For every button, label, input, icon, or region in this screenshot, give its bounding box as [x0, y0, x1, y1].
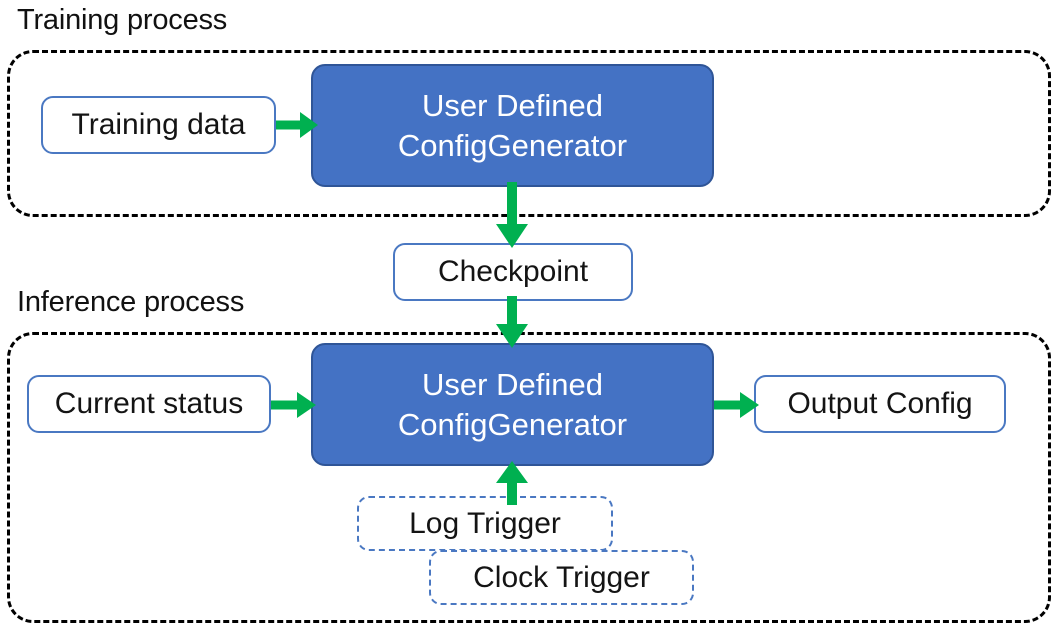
arrow-current-status-to-generator-icon [271, 392, 316, 418]
node-generator-training-text: User Defined ConfigGenerator [398, 86, 627, 165]
training-process-title: Training process [17, 4, 228, 36]
node-output-config-label: Output Config [787, 387, 973, 421]
node-generator-inference-line2: ConfigGenerator [397, 406, 628, 442]
arrow-generator-to-output-config-icon [714, 392, 759, 418]
inference-process-title: Inference process [17, 286, 245, 318]
node-training-data-label: Training data [71, 108, 246, 142]
node-checkpoint[interactable]: Checkpoint [393, 243, 633, 301]
node-log-trigger[interactable]: Log Trigger [357, 496, 613, 551]
arrow-training-data-to-generator-icon [276, 112, 318, 138]
node-generator-inference-text: User Defined ConfigGenerator [398, 365, 627, 444]
node-clock-trigger[interactable]: Clock Trigger [429, 550, 694, 605]
node-log-trigger-label: Log Trigger [409, 506, 561, 540]
node-generator-training-line1: User Defined [422, 87, 603, 123]
arrow-checkpoint-to-generator-icon [496, 296, 528, 348]
node-generator-inference-line1: User Defined [422, 366, 603, 402]
node-checkpoint-label: Checkpoint [437, 255, 589, 289]
training-process-group [7, 50, 1051, 217]
node-training-data[interactable]: Training data [41, 96, 276, 154]
arrow-log-trigger-to-generator-icon [496, 461, 528, 505]
inference-process-group [7, 332, 1051, 623]
node-generator-training-line2: ConfigGenerator [397, 127, 628, 163]
node-output-config[interactable]: Output Config [754, 375, 1006, 433]
node-user-defined-configgenerator-inference[interactable]: User Defined ConfigGenerator [311, 343, 714, 466]
node-user-defined-configgenerator-training[interactable]: User Defined ConfigGenerator [311, 64, 714, 187]
node-clock-trigger-label: Clock Trigger [473, 560, 650, 594]
node-current-status[interactable]: Current status [27, 375, 271, 433]
arrow-generator-to-checkpoint-icon [496, 182, 528, 248]
node-current-status-label: Current status [54, 387, 244, 421]
